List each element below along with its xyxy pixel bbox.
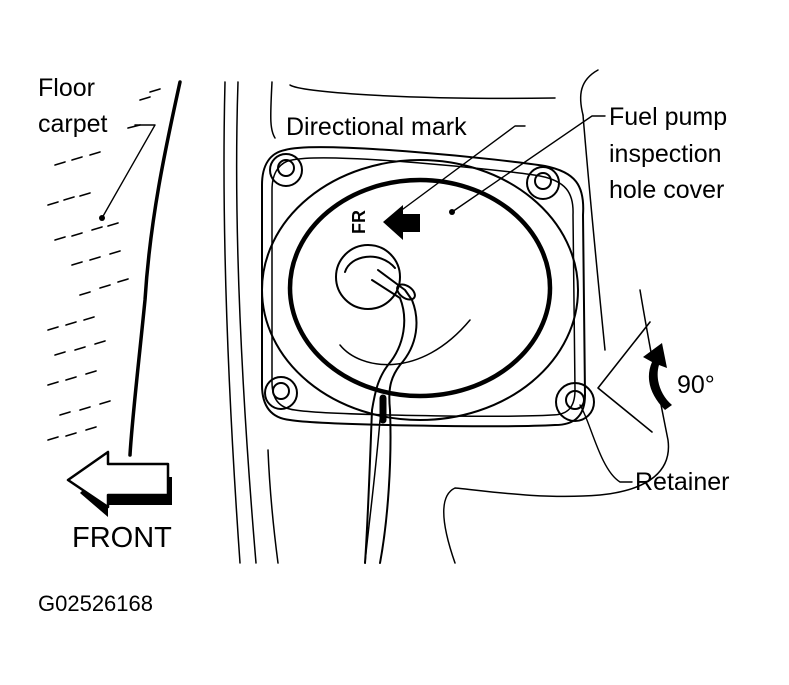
fuel-pump-label-line1: Fuel pump bbox=[609, 103, 727, 131]
fr-mark-text: FR bbox=[349, 210, 369, 234]
tool-tip bbox=[396, 283, 416, 301]
retainer-bolt-bottom-right bbox=[555, 382, 595, 422]
front-label: FRONT bbox=[72, 522, 172, 554]
fuel-pump-label-line2: inspection bbox=[609, 140, 722, 168]
directional-mark-label: Directional mark bbox=[286, 113, 467, 141]
fuel-pump-leader-dot bbox=[449, 209, 455, 215]
angle-label: 90° bbox=[677, 371, 715, 399]
retainer-bolt-top-right bbox=[526, 166, 560, 200]
center-knob bbox=[335, 244, 401, 310]
cover-outer-ring bbox=[261, 159, 579, 421]
carpet-edge-line bbox=[128, 80, 182, 457]
center-knob-inner bbox=[344, 255, 396, 273]
cover-highlight-arc bbox=[339, 319, 471, 366]
body-panel-contours bbox=[223, 69, 670, 564]
tool-shaft-left bbox=[364, 279, 406, 564]
fuel-pump-label-line3: hole cover bbox=[609, 176, 724, 204]
front-arrow-icon bbox=[66, 450, 172, 517]
retainer-bolts bbox=[264, 153, 595, 422]
angle-lines bbox=[597, 321, 653, 433]
tool-shaft-right bbox=[377, 269, 418, 564]
retainer-bolt-top-left bbox=[269, 153, 303, 187]
carpet-leader-line bbox=[101, 124, 156, 219]
rotation-arrow-icon bbox=[643, 343, 672, 410]
retainer-label: Retainer bbox=[635, 468, 730, 496]
carpet-leader-dot bbox=[99, 215, 105, 221]
directional-mark-leader bbox=[394, 125, 526, 216]
fr-arrow-icon bbox=[383, 205, 420, 240]
figure-code-label: G02526168 bbox=[38, 591, 153, 616]
cover-gasket-ring bbox=[287, 177, 553, 399]
floor-carpet-label-line2: carpet bbox=[38, 110, 108, 138]
fuel-pump-leader bbox=[451, 115, 606, 213]
carpet-texture bbox=[47, 88, 161, 441]
retainer-leader bbox=[579, 404, 633, 483]
floor-carpet-label-line1: Floor bbox=[38, 74, 95, 102]
mounting-plate bbox=[261, 146, 586, 428]
retainer-bolt-bottom-left bbox=[264, 376, 298, 410]
